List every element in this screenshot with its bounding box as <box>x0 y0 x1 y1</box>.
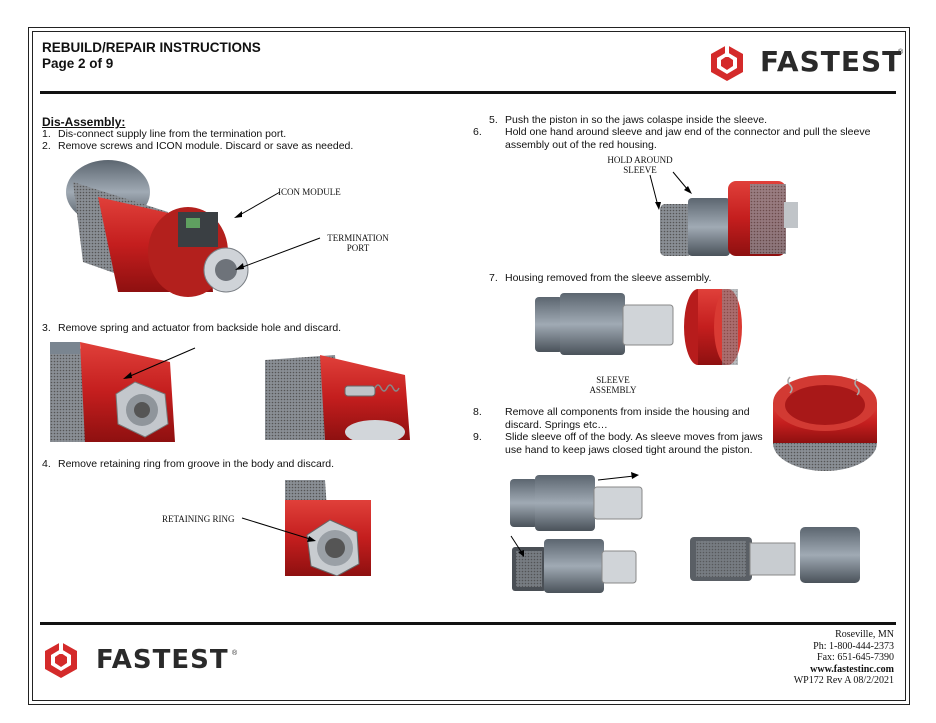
step-text: Remove all components from inside the ho… <box>505 406 750 431</box>
photo-hold-sleeve <box>660 181 798 256</box>
step-number: 1. <box>42 128 51 140</box>
fastest-logo-header <box>708 44 746 82</box>
page-border-inner <box>32 31 906 701</box>
page-number: Page 2 of 9 <box>42 56 114 71</box>
title-line: REBUILD/REPAIR INSTRUCTIONS <box>42 40 261 55</box>
hexagon-logo-icon <box>711 45 743 81</box>
arrow-backside-hole <box>123 347 196 379</box>
step-3: 3. Remove spring and actuator from backsi… <box>42 322 462 335</box>
photo-sleeve-assembly <box>535 293 674 355</box>
photo-sleeve-slide-1 <box>510 475 643 531</box>
step-2: 2. Remove screws and ICON module. Discard… <box>42 140 462 153</box>
photo-spring-actuator <box>265 355 410 440</box>
header-rule <box>40 91 896 94</box>
page-border-outer <box>28 27 910 705</box>
hexagon-logo-icon <box>45 642 77 678</box>
registered-mark: ® <box>898 49 904 56</box>
callout-line: ASSEMBLY <box>589 385 637 395</box>
document-revision: WP172 Rev A 08/2/2021 <box>793 675 894 686</box>
step-number: 2. <box>42 140 51 152</box>
callout-line: SLEEVE <box>623 165 657 175</box>
step-number: 4. <box>42 458 51 470</box>
step-text: Dis-connect supply line from the termina… <box>58 128 287 140</box>
step-text: Remove spring and actuator from backside… <box>58 322 342 334</box>
callout-line: SLEEVE <box>596 375 630 385</box>
step-8: 8. Remove all components from inside the … <box>473 406 775 431</box>
contact-phone: Ph: 1-800-444-2373 <box>813 640 894 652</box>
step-text: Housing removed from the sleeve assembly… <box>505 272 712 284</box>
callout-line: PORT <box>346 243 370 253</box>
contact-website-link[interactable]: www.fastestinc.com <box>810 663 894 675</box>
document-title: REBUILD/REPAIR INSTRUCTIONS Page 2 of 9 <box>42 40 261 72</box>
footer-rule <box>40 622 896 625</box>
registered-mark: ® <box>232 650 238 657</box>
photo-disassembled-parts <box>690 527 860 583</box>
contact-fax: Fax: 651-645-7390 <box>817 652 894 663</box>
arrow-slide-right <box>597 472 639 481</box>
callout-termination-port: TERMINATION PORT <box>318 233 398 253</box>
callout-sleeve-assembly: SLEEVE ASSEMBLY <box>578 375 648 395</box>
contact-city: Roseville, MN <box>835 629 894 640</box>
step-number: 7. <box>489 272 498 284</box>
fastest-logo-footer <box>42 641 80 679</box>
arrow-jaws <box>510 535 524 557</box>
step-9: 9. Slide sleeve off of the body. As sleev… <box>473 431 775 456</box>
callout-line: HOLD AROUND <box>607 155 673 165</box>
connector-photo-icon-module <box>66 160 249 297</box>
callout-icon-module: ICON MODULE <box>278 187 341 197</box>
callout-retaining-ring: RETAINING RING <box>162 514 235 524</box>
step-text: Remove screws and ICON module. Discard o… <box>58 140 354 152</box>
step-6: 6. Hold one hand around sleeve and jaw en… <box>473 126 905 151</box>
step-5: 5. Push the piston in so the jaws colaspe… <box>489 114 889 127</box>
step-number: 6. <box>473 126 482 138</box>
callout-hold-around-sleeve: HOLD AROUND SLEEVE <box>600 155 680 175</box>
section-title: Dis-Assembly: <box>42 115 126 129</box>
step-number: 5. <box>489 114 498 126</box>
photo-housing-springs <box>773 375 877 471</box>
step-text: Hold one hand around sleeve and jaw end … <box>505 126 871 151</box>
step-1: 1. Dis-connect supply line from the termi… <box>42 128 462 141</box>
callout-line: TERMINATION <box>327 233 389 243</box>
callout-arrows-1 <box>234 191 321 270</box>
step-text: Slide sleeve off of the body. As sleeve … <box>505 431 763 456</box>
photo-retaining-ring <box>285 480 371 576</box>
arrow-retaining-ring <box>241 517 316 542</box>
brand-wordmark-footer: FASTEST <box>96 645 229 675</box>
step-4: 4. Remove retaining ring from groove in t… <box>42 458 462 471</box>
step-number: 9. <box>473 431 482 443</box>
brand-wordmark-header: FASTEST <box>760 45 903 78</box>
contact-block: Roseville, MN Ph: 1-800-444-2373 Fax: 65… <box>794 629 894 687</box>
step-text: Remove retaining ring from groove in the… <box>58 458 335 470</box>
step-number: 8. <box>473 406 482 418</box>
photo-sleeve-slide-2 <box>512 539 637 593</box>
photo-red-housing <box>684 289 742 365</box>
step-text: Push the piston in so the jaws colaspe i… <box>505 114 768 126</box>
step-7: 7. Housing removed from the sleeve assemb… <box>489 272 889 285</box>
step-number: 3. <box>42 322 51 334</box>
arrows-hold-around <box>649 171 692 210</box>
